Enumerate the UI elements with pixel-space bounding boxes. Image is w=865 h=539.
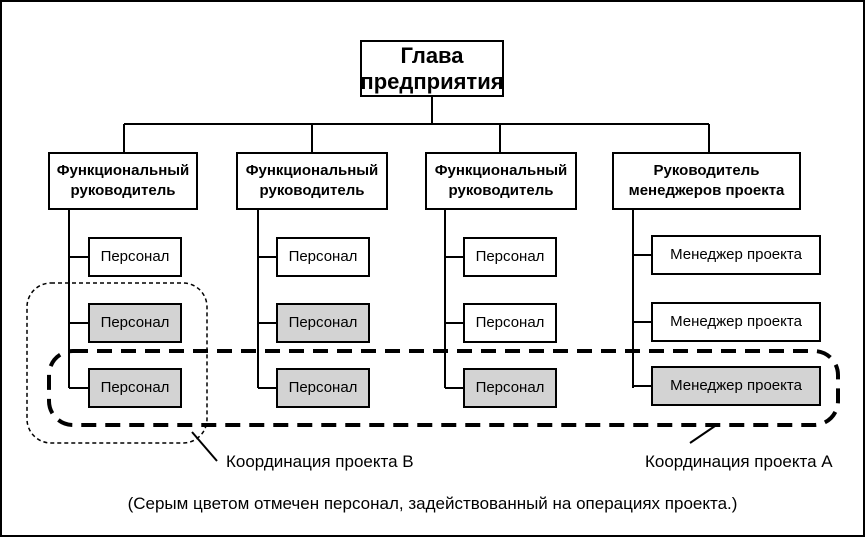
project-b-coordination-label: Координация проекта В [226,452,414,471]
project-b-leader [191,431,218,462]
staff-label: Персонал [100,314,170,331]
project-a-leader [689,425,716,444]
staff-box-highlighted: Персонал [88,368,182,408]
staff-box-highlighted: Персонал [276,303,370,343]
staff-label: Персонал [288,314,358,331]
head-label: Глава предприятия [360,42,504,94]
project-manager-label: Менеджер проекта [670,313,802,330]
project-a-coordination-label: Координация проекта А [645,452,833,471]
project-manager-box: Менеджер проекта [651,302,821,342]
staff-label: Персонал [100,379,170,396]
manager-label: Функциональный руководитель [434,162,568,199]
staff-box-highlighted: Персонал [463,368,557,408]
staff-box-highlighted: Персонал [88,303,182,343]
manager-box-4: Руководитель менеджеров проекта [612,152,801,210]
project-manager-box-highlighted: Менеджер проекта [651,366,821,406]
staff-label: Персонал [288,379,358,396]
staff-label: Персонал [475,248,545,265]
staff-label: Персонал [100,248,170,265]
manager-box-2: Функциональный руководитель [236,152,388,210]
staff-box: Персонал [88,237,182,277]
staff-label: Персонал [475,314,545,331]
manager-label: Руководитель менеджеров проекта [628,162,785,199]
project-manager-label: Менеджер проекта [670,377,802,394]
head-box: Глава предприятия [360,40,504,97]
staff-label: Персонал [288,248,358,265]
staff-label: Персонал [475,379,545,396]
manager-box-3: Функциональный руководитель [425,152,577,210]
staff-box: Персонал [463,303,557,343]
legend-note: (Серым цветом отмечен персонал, задейств… [127,494,738,513]
staff-box: Персонал [276,237,370,277]
project-manager-label: Менеджер проекта [670,246,802,263]
manager-label: Функциональный руководитель [245,162,379,199]
project-manager-box: Менеджер проекта [651,235,821,275]
staff-box-highlighted: Персонал [276,368,370,408]
staff-box: Персонал [463,237,557,277]
manager-label: Функциональный руководитель [56,162,190,199]
manager-box-1: Функциональный руководитель [48,152,198,210]
